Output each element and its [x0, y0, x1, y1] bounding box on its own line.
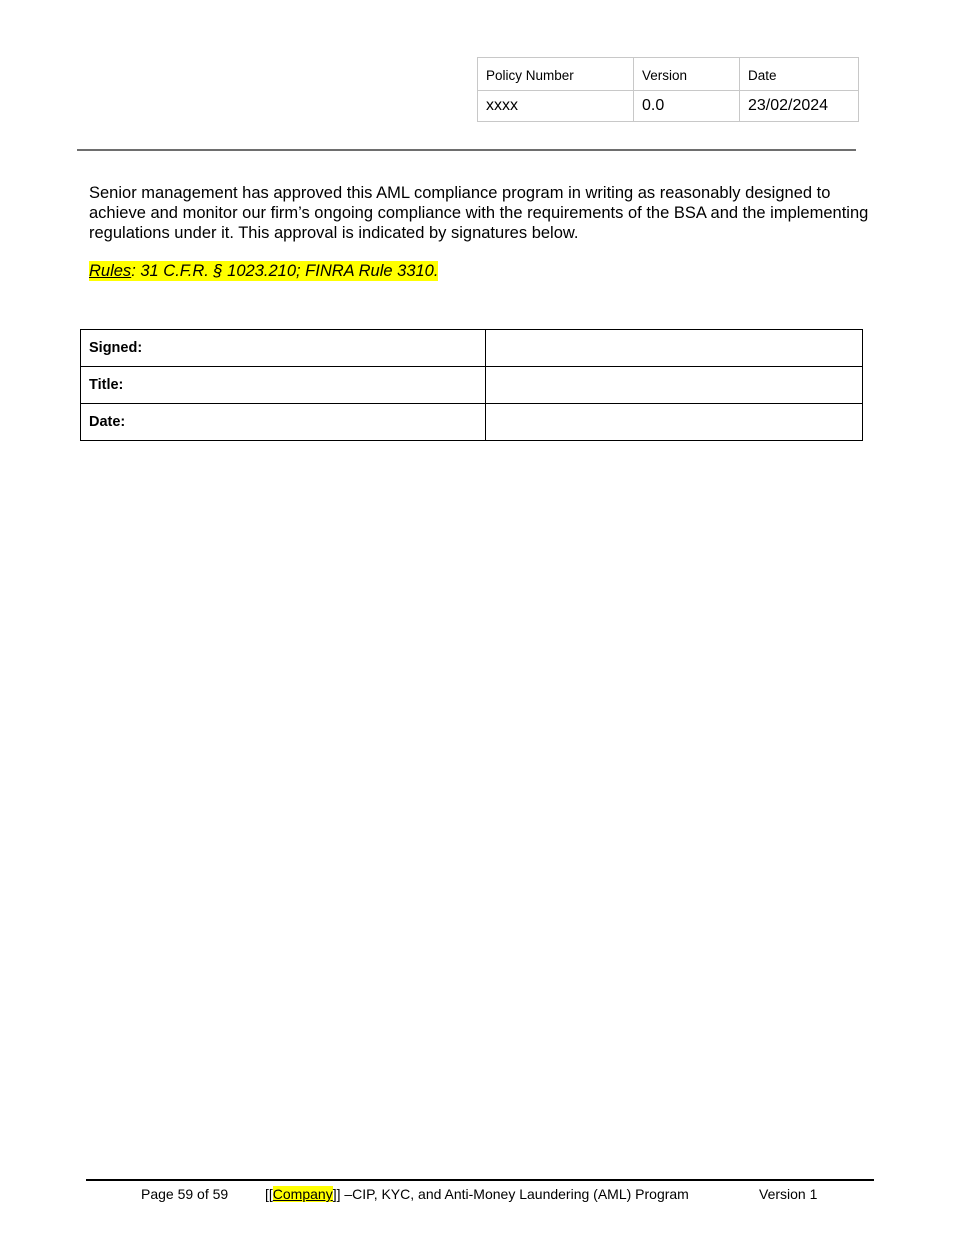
footer-title-prefix: [[: [265, 1186, 273, 1202]
footer-company-placeholder: Company: [272, 1186, 333, 1202]
rules-citation: Rules: 31 C.F.R. § 1023.210; FINRA Rule …: [89, 261, 439, 281]
version-value: 0.0: [633, 90, 740, 122]
date-field[interactable]: [485, 403, 863, 441]
date-value: 23/02/2024: [739, 90, 859, 122]
policy-number-header: Policy Number: [477, 57, 634, 91]
signature-table: Signed: Title: Date:: [80, 329, 863, 441]
footer-title-suffix: ]] –CIP, KYC, and Anti-Money Laundering …: [332, 1186, 689, 1202]
title-label: Title:: [80, 366, 486, 404]
rules-label: Rules: [89, 262, 132, 280]
rules-text: : 31 C.F.R. § 1023.210; FINRA Rule 3310.: [131, 262, 439, 280]
version-header: Version: [633, 57, 740, 91]
policy-values-row: xxxx 0.0 23/02/2024: [477, 90, 859, 122]
footer-page-number: Page 59 of 59: [141, 1186, 229, 1202]
signature-row: Signed:: [80, 329, 863, 367]
policy-header-table: Policy Number Version Date xxxx 0.0 23/0…: [477, 57, 859, 122]
signed-label: Signed:: [80, 329, 486, 367]
date-label: Date:: [80, 403, 486, 441]
footer-divider: [86, 1179, 874, 1181]
approval-paragraph: Senior management has approved this AML …: [89, 184, 869, 242]
title-field[interactable]: [485, 366, 863, 404]
signature-row: Title:: [80, 366, 863, 404]
header-divider: [77, 149, 856, 151]
date-header: Date: [739, 57, 859, 91]
signature-row: Date:: [80, 403, 863, 441]
footer-document-title: [[Company]] –CIP, KYC, and Anti-Money La…: [265, 1186, 689, 1202]
policy-header-row: Policy Number Version Date: [477, 57, 859, 91]
signed-field[interactable]: [485, 329, 863, 367]
footer-version: Version 1: [759, 1186, 818, 1202]
policy-number-value: xxxx: [477, 90, 634, 122]
